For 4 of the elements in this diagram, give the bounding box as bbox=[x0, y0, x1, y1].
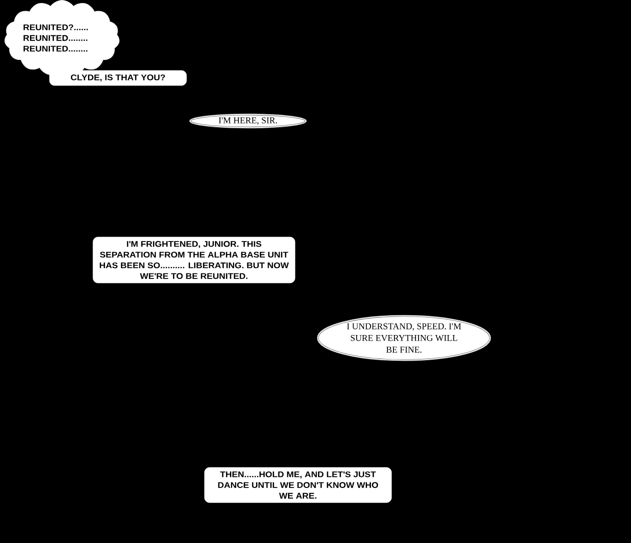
speech-box: THEN......HOLD ME, AND LET'S JUST DANCE UNTIL WE DON'T KNOW WHO WE ARE. bbox=[204, 467, 392, 503]
speech-box: I'M FRIGHTENED, JUNIOR. THIS SEPARATION FROM THE ALPHA BASE UNIT HAS BEEN SO.......... LIBERATING. BUT NOW WE'RE TO BE REUNITED. bbox=[92, 236, 296, 284]
cloud-bubble: REUNITED?...... REUNITED........ REUNITED........ bbox=[4, 0, 120, 76]
speech-box: CLYDE, IS THAT YOU? bbox=[49, 70, 187, 86]
